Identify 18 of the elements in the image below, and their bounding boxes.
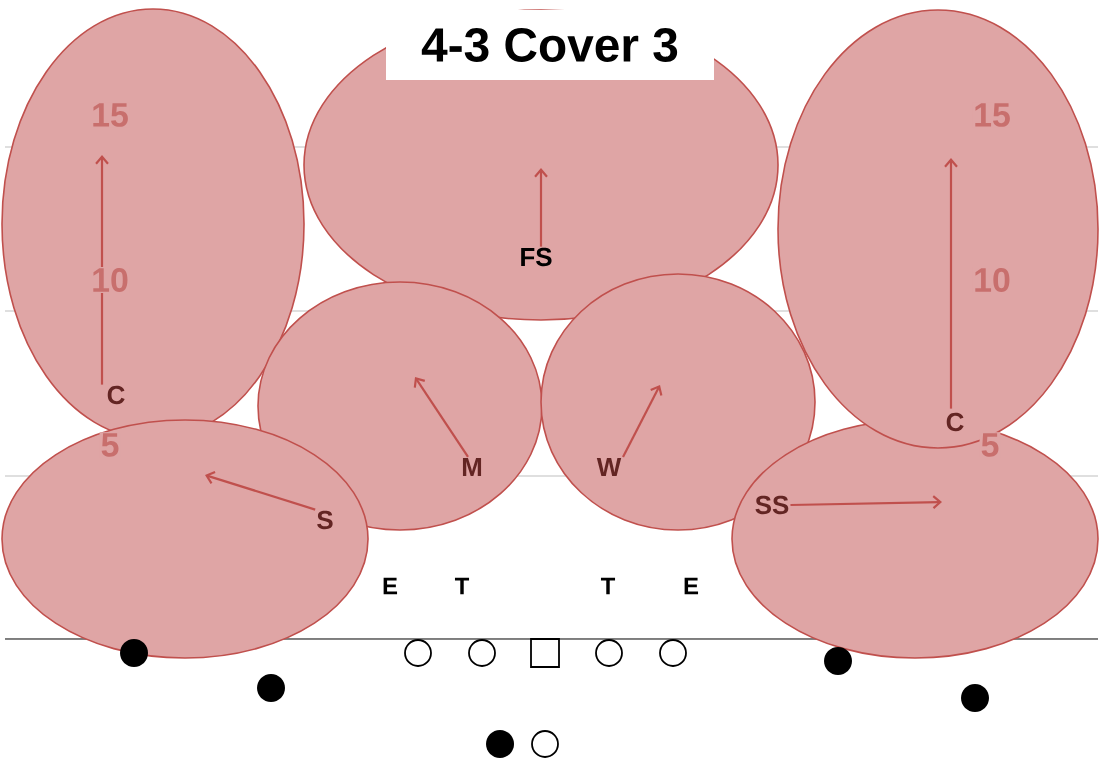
title: 4-3 Cover 3: [386, 10, 714, 80]
player-label: C: [107, 385, 125, 405]
player-label: C: [946, 412, 964, 432]
yard-number: 5: [979, 432, 1001, 458]
player-label: W: [596, 458, 622, 476]
player-label: SS: [755, 495, 789, 515]
lineman-label: E: [684, 577, 699, 595]
lineman-label: E: [383, 577, 398, 595]
player-label: S: [317, 510, 333, 530]
player-label: M: [462, 458, 482, 476]
player-label: FS: [521, 247, 552, 267]
yard-number: 10: [972, 267, 1012, 293]
yard-number: 10: [90, 267, 130, 293]
lineman-label: T: [454, 577, 470, 595]
lineman-label: T: [600, 577, 616, 595]
yard-number: 15: [90, 102, 130, 128]
yard-number: 5: [99, 432, 121, 458]
yard-number: 15: [972, 102, 1012, 128]
